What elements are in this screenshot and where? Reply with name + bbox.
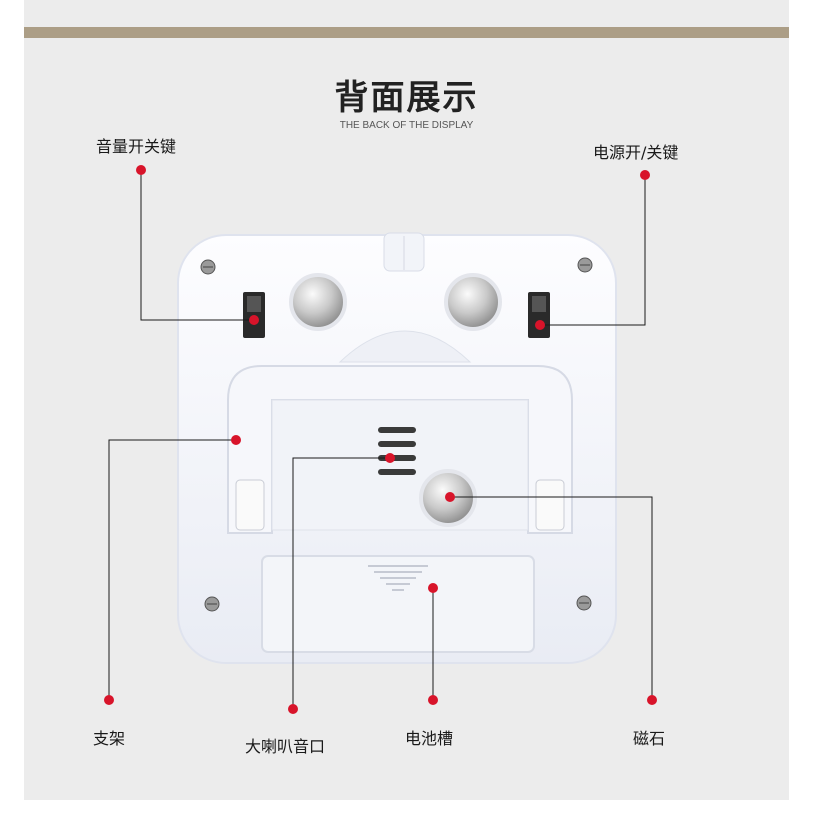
- screw-icon: [200, 259, 216, 275]
- leader-line-power: [540, 175, 646, 326]
- screw-icon: [204, 596, 220, 612]
- upper-right-button: [444, 273, 502, 331]
- marker-dot: [288, 704, 298, 714]
- marker-dot: [249, 315, 259, 325]
- center-dome: [338, 330, 472, 363]
- stand-inner-panel: [271, 399, 529, 531]
- label-power-switch: 电源开/关键: [593, 143, 679, 162]
- leader-line-volume: [140, 170, 254, 321]
- marker-dot: [136, 165, 146, 175]
- marker-dot: [535, 320, 545, 330]
- page-title: 背面展示: [334, 78, 479, 118]
- label-speaker: 大喇叭音口: [245, 737, 326, 756]
- screw-icon: [577, 257, 593, 273]
- upper-left-button: [289, 273, 347, 331]
- marker-dot: [104, 695, 114, 705]
- marker-dot: [231, 435, 241, 445]
- leader-line-speaker: [292, 457, 390, 709]
- battery-cover: [261, 555, 535, 653]
- battery-cover-arrow: [368, 565, 428, 591]
- leader-line-stand: [108, 439, 236, 700]
- marker-dot: [428, 695, 438, 705]
- marker-dot: [428, 583, 438, 593]
- marker-dot: [640, 170, 650, 180]
- label-stand: 支架: [93, 729, 126, 748]
- decorative-band: [24, 27, 789, 38]
- marker-dot: [385, 453, 395, 463]
- screw-icon: [576, 595, 592, 611]
- label-volume-switch: 音量开关键: [96, 137, 177, 156]
- leader-line-magnet: [450, 496, 653, 700]
- label-magnet: 磁石: [633, 729, 666, 748]
- page-subtitle: THE BACK OF THE DISPLAY: [339, 120, 474, 131]
- marker-dot: [647, 695, 657, 705]
- label-battery: 电池槽: [405, 729, 454, 748]
- marker-dot: [445, 492, 455, 502]
